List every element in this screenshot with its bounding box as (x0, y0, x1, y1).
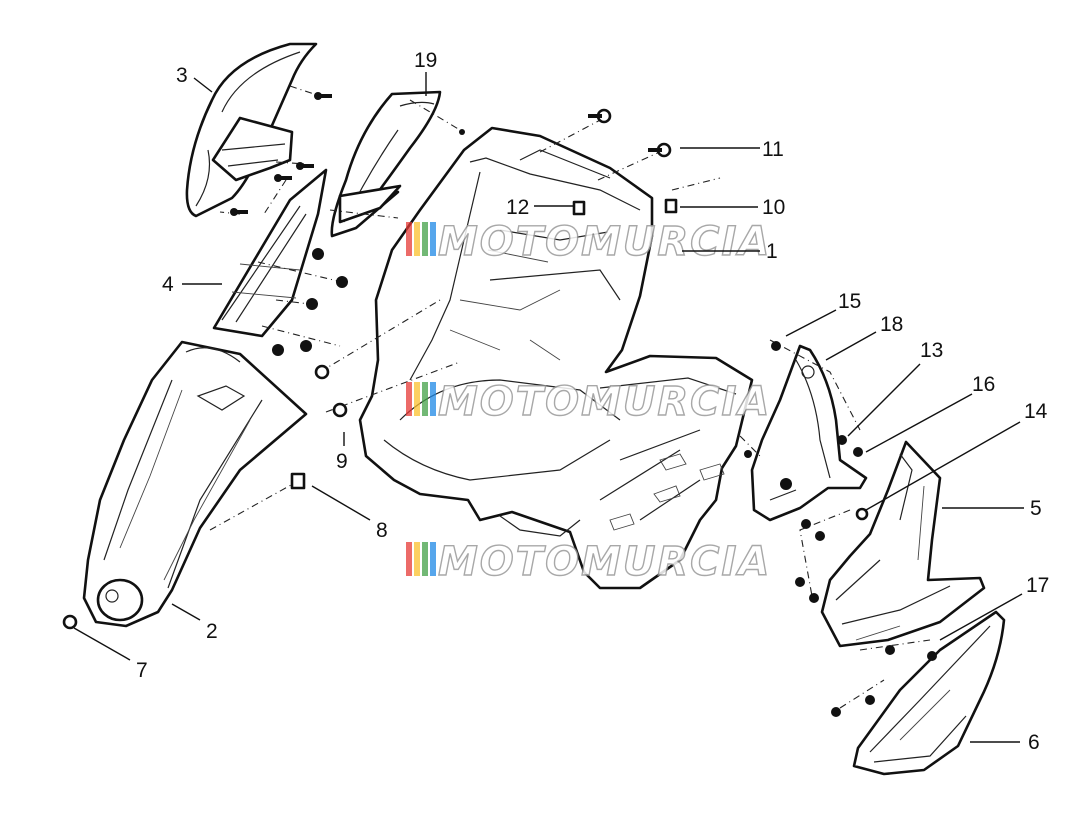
callout-18: 18 (880, 313, 903, 336)
part-6-lower-side-cover (852, 610, 1006, 776)
callout-4: 4 (162, 273, 174, 296)
watermark-text: MOTOMURCIA (438, 379, 771, 425)
screw-icon (588, 108, 612, 124)
watermark-color-bar (430, 382, 436, 416)
nut-icon (459, 129, 465, 135)
callout-13: 13 (920, 339, 943, 362)
watermark-color-bar (414, 542, 420, 576)
leader-lines (73, 72, 1024, 743)
callout-1: 1 (766, 240, 778, 263)
callout-5: 5 (1030, 497, 1042, 520)
watermark-color-bar (406, 222, 412, 256)
screw-icon (296, 162, 314, 170)
nut-icon (853, 447, 863, 457)
nut-icon (831, 707, 841, 717)
nut-icon (771, 341, 781, 351)
nut-icon (865, 695, 875, 705)
part-5-side-panel (820, 440, 986, 648)
part-18-bracket (750, 344, 868, 522)
part-19-upper-cover (330, 90, 442, 238)
callout-19: 19 (414, 49, 437, 72)
clip-icon (290, 472, 306, 490)
screw-icon (230, 208, 248, 216)
callout-16: 16 (972, 373, 995, 396)
callout-labels: 1 2 3 4 5 6 7 8 9 10 11 12 13 14 15 16 1… (136, 49, 1049, 754)
watermark-color-bar (406, 542, 412, 576)
nut-icon (927, 651, 937, 661)
nut-icon (744, 450, 752, 458)
watermark-logo: MOTOMURCIA (406, 538, 771, 586)
watermark-color-bar (422, 542, 428, 576)
watermark-text: MOTOMURCIA (438, 539, 771, 585)
watermark-color-bar (414, 222, 420, 256)
watermark-color-bar (422, 382, 428, 416)
nut-icon (300, 340, 312, 352)
callout-9: 9 (336, 450, 348, 473)
clip-icon (572, 200, 586, 216)
nut-icon (312, 248, 324, 260)
clip-icon (664, 198, 678, 214)
callout-7: 7 (136, 659, 148, 682)
callout-2: 2 (206, 620, 218, 643)
watermark-color-bar (414, 382, 420, 416)
callout-11: 11 (762, 138, 784, 161)
nut-icon (801, 519, 811, 529)
grommet-icon (780, 478, 792, 490)
callout-8: 8 (376, 519, 388, 542)
nut-icon (336, 276, 348, 288)
screw-icon (314, 364, 330, 380)
nut-icon (272, 344, 284, 356)
screw-icon (332, 402, 348, 418)
nut-icon (809, 593, 819, 603)
watermark-color-bar (422, 222, 428, 256)
callout-15: 15 (838, 290, 861, 313)
callout-3: 3 (176, 64, 188, 87)
nut-icon (837, 435, 847, 445)
callout-14: 14 (1024, 400, 1048, 423)
watermark-color-bar (430, 542, 436, 576)
part-4-side-panel (212, 168, 328, 338)
callout-10: 10 (762, 196, 785, 219)
callout-17: 17 (1026, 574, 1049, 597)
watermark: MOTOMURCIA MOTOMURCIA MOTOMURCIA (406, 218, 771, 586)
part-3-headlight-cover (185, 42, 318, 218)
watermark-logo: MOTOMURCIA (406, 218, 771, 266)
nut-icon (815, 531, 825, 541)
screw-icon (648, 142, 672, 158)
assembly-lines (209, 85, 931, 709)
watermark-color-bar (430, 222, 436, 256)
part-1-front-shield (358, 126, 754, 590)
nut-icon (885, 645, 895, 655)
screw-icon (62, 614, 78, 630)
watermark-color-bar (406, 382, 412, 416)
fasteners (62, 92, 937, 717)
screw-icon (314, 92, 332, 100)
nut-icon (795, 577, 805, 587)
watermark-logo: MOTOMURCIA (406, 378, 771, 426)
watermark-text: MOTOMURCIA (438, 219, 771, 265)
callout-6: 6 (1028, 731, 1040, 754)
nut-icon (306, 298, 318, 310)
washer-icon (855, 507, 869, 521)
screw-icon (274, 174, 292, 182)
callout-12: 12 (506, 196, 529, 219)
part-2-front-mudguard (82, 340, 308, 628)
